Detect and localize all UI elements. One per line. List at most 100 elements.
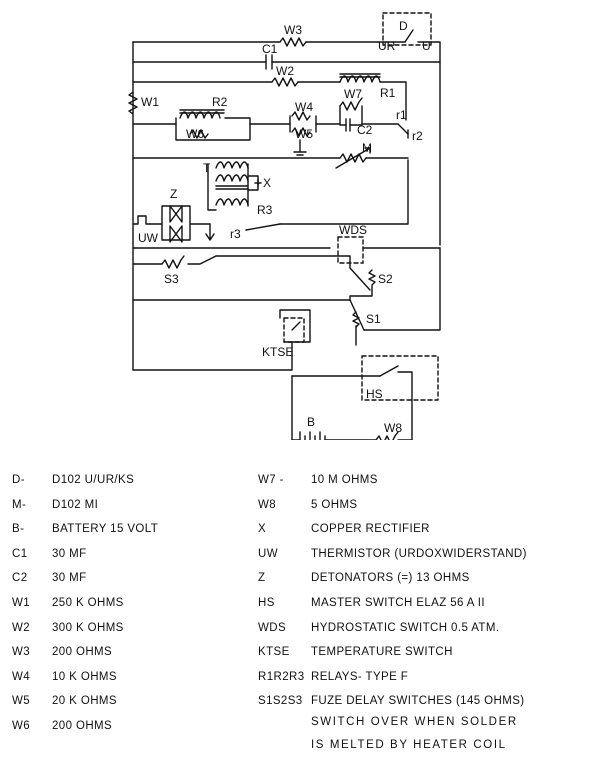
w7-resistor [339, 97, 363, 111]
label-w4: W4 [295, 100, 313, 114]
legend-value: D102 MI [52, 498, 99, 511]
z-detonator-top [169, 205, 183, 223]
legend-key: W1 [12, 596, 31, 609]
legend-key: Z [258, 572, 266, 585]
legend-value: 10 M OHMS [311, 474, 378, 486]
c1-capacitor [265, 54, 273, 70]
hs-contact [379, 365, 399, 377]
label-w8: W8 [384, 421, 402, 435]
label-s1: S1 [366, 312, 381, 326]
d-relay-box [382, 12, 432, 46]
z-detonator-bottom [169, 225, 183, 243]
t-transformer-primary [215, 161, 249, 169]
r3-contact [245, 223, 281, 231]
s1-heater [352, 311, 360, 328]
legend-row: W1 250 K OHMS [12, 591, 158, 616]
schematic-labels: D UR U W3 C1 W2 R1 W1 R2 W7 W4 r1 W6 W5 … [138, 19, 431, 435]
legend-value: TEMPERATURE SWITCH [311, 646, 453, 659]
x-rectifier [254, 178, 262, 188]
label-c1: C1 [262, 42, 278, 56]
label-b: B [307, 415, 315, 429]
legend-row: S1S2S3 FUZE DELAY SWITCHES (145 OHMS) [258, 689, 527, 714]
legend-value: 300 K OHMS [52, 621, 124, 634]
w1-resistor [128, 91, 138, 115]
label-wds: WDS [339, 223, 367, 237]
hs-switch-box [361, 355, 439, 401]
circuit-schematic: D UR U W3 C1 W2 R1 W1 R2 W7 W4 r1 W6 W5 … [128, 12, 441, 440]
legend-key: C2 [12, 572, 28, 585]
w5-resistor [291, 127, 311, 137]
legend-row: M- D102 MI [12, 493, 158, 518]
legend-row: D-D102 U/UR/KS [12, 468, 158, 493]
label-r2-contact: r2 [412, 129, 423, 143]
label-c2: C2 [357, 123, 373, 137]
legend-value: 200 OHMS [52, 646, 113, 659]
w2-resistor [271, 77, 299, 87]
r1-coil [339, 75, 381, 83]
w8-resistor [375, 431, 399, 440]
label-w1: W1 [141, 95, 159, 109]
legend-value: RELAYS- TYPE F [311, 670, 409, 683]
legend-key: R1R2R3 [258, 670, 305, 683]
legend-key: W7 - [258, 474, 284, 486]
label-w7: W7 [344, 87, 362, 101]
legend-key: W4 [12, 670, 31, 683]
label-w2: W2 [276, 64, 294, 78]
legend-key: W6 [12, 719, 31, 732]
label-s3: S3 [164, 272, 179, 286]
legend-value: 10 K OHMS [52, 670, 117, 683]
label-r1: R1 [380, 86, 396, 100]
legend-key: D- [12, 474, 25, 486]
legend-value: MASTER SWITCH ELAZ 56 A II [311, 596, 485, 609]
legend-key: M- [12, 498, 27, 511]
legend-value: COPPER RECTIFIER [311, 523, 430, 536]
w6-resistor [189, 129, 209, 139]
label-ktse: KTSE [262, 345, 293, 359]
label-r2: R2 [212, 95, 228, 109]
legend-value: BATTERY 15 VOLT [52, 523, 159, 536]
legend-row: R1R2R3 RELAYS- TYPE F [258, 665, 527, 690]
label-s2: S2 [378, 272, 393, 286]
legend-value: FUZE DELAY SWITCHES (145 OHMS) [311, 695, 525, 708]
legend-row: W8 5 OHMS [258, 493, 527, 518]
legend-key: UW [258, 547, 278, 560]
label-r3-contact: r3 [230, 227, 241, 241]
battery [299, 431, 326, 440]
legend-key: W8 [258, 498, 277, 511]
label-u: U [422, 39, 431, 53]
uw-thermistor [132, 215, 151, 225]
legend-value: 5 OHMS [311, 498, 358, 511]
legend-left: D-D102 U/UR/KS M- D102 MI B-BATTERY 15 VOLT… [12, 468, 158, 739]
legend-key: W2 [12, 621, 31, 634]
legend-value: 30 MF [52, 572, 87, 585]
legend-row: W7 - 10 M OHMS [258, 468, 527, 493]
label-ur: UR [378, 39, 396, 53]
w3-resistor [279, 37, 307, 47]
t-transformer-secondary [215, 174, 249, 182]
label-z: Z [170, 187, 177, 201]
r3-coil [215, 198, 249, 206]
legend-key: S1S2S3 [258, 695, 303, 708]
legend-value: 30 MF [52, 547, 87, 560]
label-m: M [362, 141, 372, 155]
legend-value: 250 K OHMS [52, 596, 124, 609]
legend-row: W2 300 K OHMS [12, 616, 158, 641]
w4-resistor [291, 111, 311, 121]
label-w6: W6 [186, 127, 204, 141]
label-r3: R3 [257, 203, 273, 217]
ktse-switch-box [283, 317, 305, 343]
label-hs: HS [366, 387, 383, 401]
legend-value: 20 K OHMS [52, 695, 117, 708]
legend-row: B-BATTERY 15 VOLT [12, 517, 158, 542]
legend-row: W4 10 K OHMS [12, 665, 158, 690]
label-w3: W3 [284, 23, 302, 37]
